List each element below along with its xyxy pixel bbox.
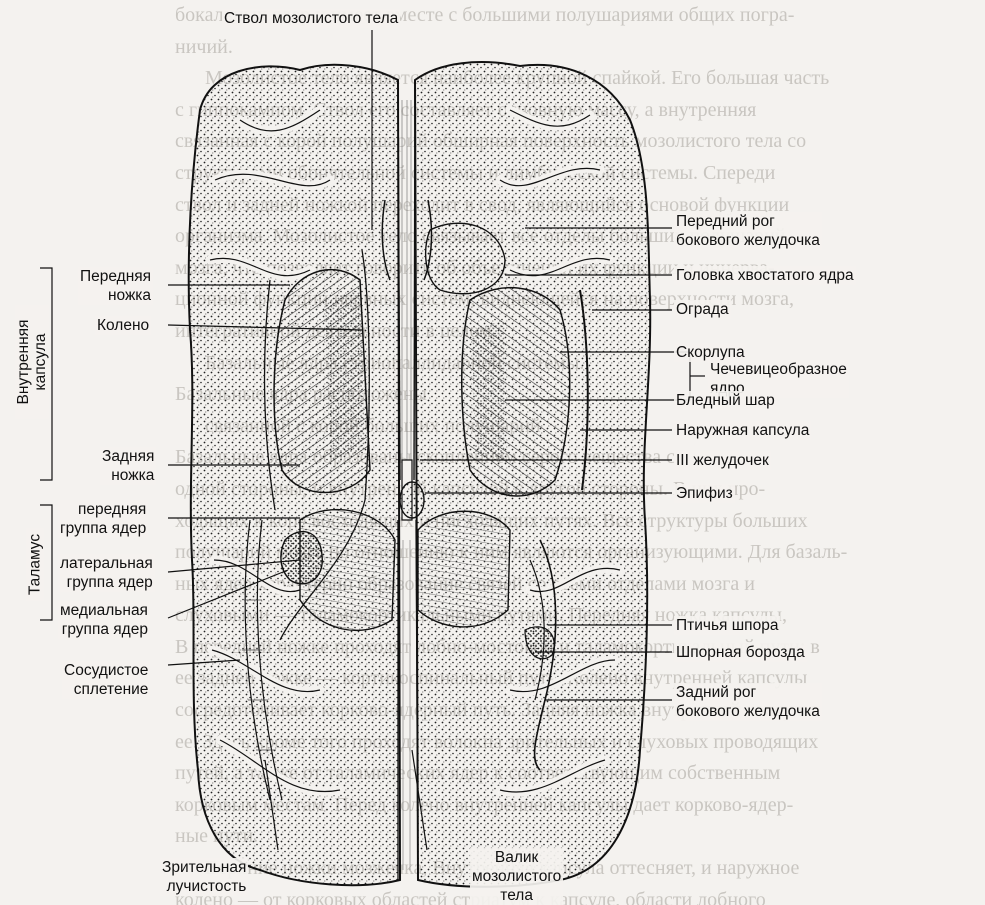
label-calcar-avis: Птичья шпора <box>674 616 780 635</box>
label-genu: Колено <box>95 316 151 335</box>
label-globus-pallidus: Бледный шар <box>674 391 777 410</box>
label-choroid-plexus: Сосудистое сплетение <box>62 661 150 699</box>
label-optic-radiation: Зрительная лучистость <box>160 858 248 896</box>
label-third-ventricle: III желудочек <box>674 451 771 470</box>
label-posterior-limb: Задняя ножка <box>100 447 156 485</box>
label-anterior-group: передняя группа ядер <box>58 500 148 538</box>
label-lateral-group: латеральная группа ядер <box>58 554 155 592</box>
label-splenium: Валик мозолистого тела <box>470 848 563 905</box>
label-posterior-horn: Задний рог бокового желудочка <box>674 683 822 721</box>
label-caudate-head: Головка хвостатого ядра <box>674 266 856 285</box>
left-hemisphere <box>189 65 400 885</box>
label-calcarine-sulcus: Шпорная борозда <box>674 643 807 662</box>
label-anterior-limb: Передняя ножка <box>78 267 153 305</box>
label-epiphysis: Эпифиз <box>674 484 735 503</box>
label-claustrum: Ограда <box>674 300 731 319</box>
label-medial-group: медиальная группа ядер <box>58 601 150 639</box>
right-hemisphere <box>415 62 650 887</box>
label-anterior-horn: Передний рог бокового желудочка <box>674 212 822 250</box>
label-thalamus: Таламус <box>26 528 45 602</box>
label-external-capsule: Наружная капсула <box>674 421 811 440</box>
label-internal-capsule: Внутренняя капсула <box>15 305 49 419</box>
label-corpus-callosum-trunk: Ствол мозолистого тела <box>222 9 400 28</box>
